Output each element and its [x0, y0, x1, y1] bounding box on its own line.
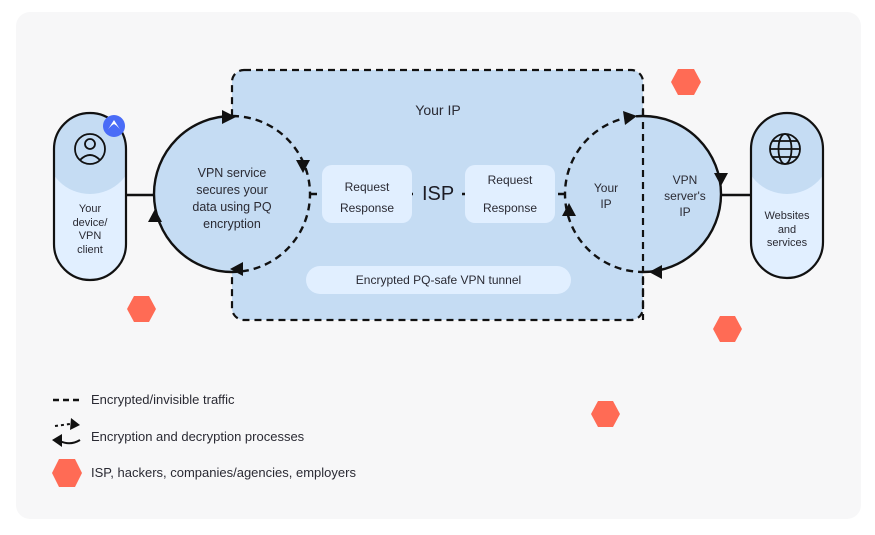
hexagon-icon — [591, 401, 620, 427]
vpn-service-label-line: VPN service — [197, 166, 267, 180]
tunnel-bottom-label: Encrypted PQ-safe VPN tunnel — [355, 273, 522, 287]
your-ip-label: Your IP — [580, 180, 632, 212]
legend-item-encryption-processes: Encryption and decryption processes — [91, 429, 305, 444]
device-label: Your device/ VPN client — [54, 203, 126, 257]
vpn-service-label-line: data using PQ — [192, 200, 272, 214]
your-ip-label-line: Your — [593, 181, 619, 195]
vpn-server-label: VPN server's IP — [652, 172, 718, 220]
right-request-text: Request — [487, 173, 533, 187]
vpn-server-label-line: server's — [664, 189, 706, 203]
websites-label-line: and — [777, 223, 797, 236]
arrow-icon — [649, 265, 662, 279]
vpn-service-label-line: secures your — [196, 183, 268, 197]
websites-label: Websites and services — [751, 210, 823, 251]
threat-hexagons — [127, 69, 742, 427]
legend-item-encrypted-traffic: Encrypted/invisible traffic — [91, 392, 235, 407]
globe-icon — [769, 133, 801, 165]
left-response-text: Response — [339, 201, 395, 215]
isp-label: ISP — [418, 183, 459, 205]
tunnel-top-label: Your IP — [415, 102, 461, 118]
user-icon — [74, 133, 106, 165]
arrow-icon — [623, 111, 637, 125]
websites-label-line: services — [766, 237, 808, 249]
websites-label-line: Websites — [764, 210, 810, 222]
vpn-service-label: VPN service secures your data using PQ e… — [170, 165, 294, 233]
cycle-arrows-icon — [52, 418, 81, 447]
right-response-text: Response — [482, 201, 538, 215]
right-request-box — [465, 165, 555, 223]
vpn-server-label-line: VPN — [672, 173, 698, 187]
arrow-icon — [230, 262, 243, 276]
vpn-service-label-line: encryption — [203, 217, 261, 231]
vpn-logo-icon — [103, 115, 125, 137]
arrow-icon — [148, 209, 162, 222]
left-request-box — [322, 165, 412, 223]
arrow-icon — [562, 203, 576, 216]
hexagon-icon — [713, 316, 742, 342]
legend-item-threats: ISP, hackers, companies/agencies, employ… — [91, 465, 356, 480]
arrow-icon — [222, 110, 236, 124]
tunnel-label-pill — [306, 266, 571, 294]
request-label: Request — [344, 180, 390, 194]
arrow-icon — [296, 160, 310, 173]
device-pill — [52, 111, 128, 282]
vpn-server-label-line: IP — [679, 205, 691, 219]
your-ip-label-line: IP — [600, 197, 612, 211]
vpn-service-circle — [154, 116, 310, 272]
hexagon-icon — [52, 459, 82, 487]
device-label-line: Your — [78, 203, 102, 215]
websites-pill — [749, 111, 825, 280]
device-label-line: device/ — [72, 216, 108, 229]
left-request-text: Request — [322, 173, 412, 201]
arrow-icon — [714, 173, 728, 186]
hexagon-icon — [127, 296, 156, 322]
hexagon-icon — [671, 69, 701, 95]
device-label-line: VPN — [78, 230, 102, 242]
device-label-line: client — [77, 243, 103, 256]
